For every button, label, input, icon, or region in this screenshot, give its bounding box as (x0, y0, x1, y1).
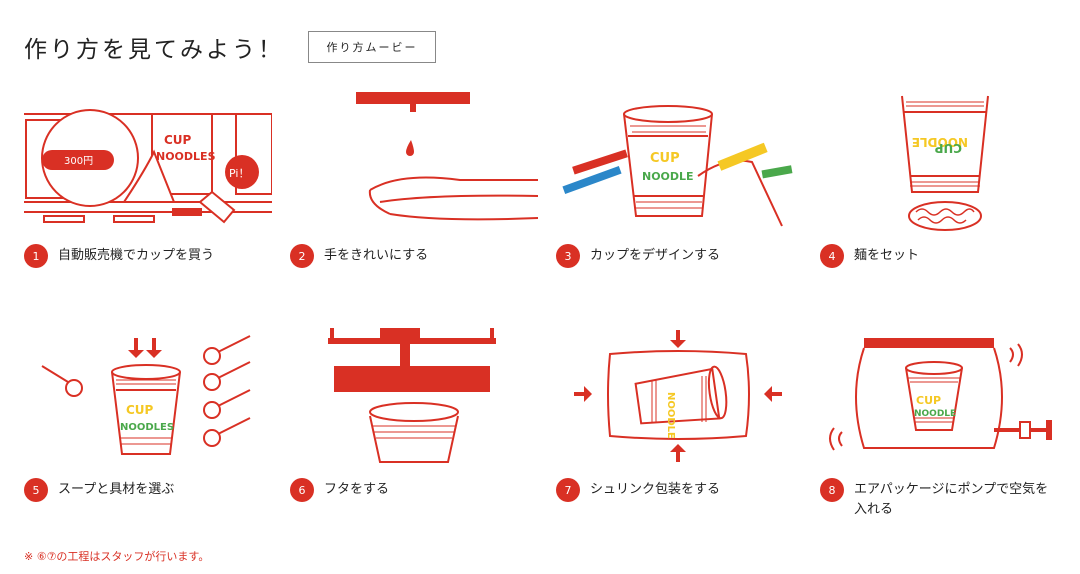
svg-text:NOODLE: NOODLE (912, 135, 968, 149)
movie-button[interactable]: 作り方ムービー (308, 31, 436, 63)
svg-text:CUP: CUP (916, 394, 941, 407)
step-number: 1 (24, 244, 48, 268)
step-number: 8 (820, 478, 844, 502)
step-number: 7 (556, 478, 580, 502)
step-8: CUP NOODLE 8 エアパッケージにポンプで空気を入れる (820, 326, 1068, 520)
step-label: 麺をセット (854, 248, 920, 263)
step-7-caption: 7 シュリンク包装をする (556, 478, 804, 502)
step-4: NOODLE CUP 4 麺をセット (820, 92, 1068, 268)
step-label: エアパッケージにポンプで空気を入れる (854, 482, 1049, 517)
svg-text:CUP: CUP (934, 141, 962, 155)
step-label: 自動販売機でカップを買う (58, 248, 215, 263)
price-text: 300円 (64, 156, 93, 167)
step-number: 5 (24, 478, 48, 502)
step-5-caption: 5 スープと具材を選ぶ (24, 478, 272, 502)
cup-design-illustration: CUP NOODLE (562, 105, 793, 227)
pi-bubble (225, 155, 259, 189)
svg-text:NOODLE: NOODLE (665, 392, 676, 439)
step-label: スープと具材を選ぶ (58, 482, 175, 497)
step-number: 4 (820, 244, 844, 268)
step-5: CUP NOODLES 5 スープと具材を選ぶ (24, 326, 272, 502)
vending-machine-illustration: 300円 CUP NOODLES Pi！ (24, 109, 273, 224)
svg-text:NOODLE: NOODLE (642, 170, 694, 183)
air-package-illustration: CUP NOODLE (829, 338, 1052, 451)
step-1-caption: 1 自動販売機でカップを買う (24, 244, 272, 268)
svg-text:NOODLES: NOODLES (120, 422, 174, 433)
step-number: 2 (290, 244, 314, 268)
step-3-caption: 3 カップをデザインする (556, 244, 804, 268)
pi-text: Pi！ (229, 167, 249, 180)
svg-text:NOODLE: NOODLE (914, 409, 956, 419)
svg-text:NOODLES: NOODLES (156, 150, 216, 163)
page-title: 作り方を見てみよう！ (24, 37, 284, 63)
step-number: 3 (556, 244, 580, 268)
step-2: 2 手をきれいにする (290, 92, 539, 268)
step-8-caption: 8 エアパッケージにポンプで空気を入れる (820, 478, 1068, 520)
header: 作り方を見てみよう！ 作り方ムービー (24, 30, 436, 64)
step-2-caption: 2 手をきれいにする (290, 244, 538, 268)
soup-ingredients-illustration: CUP NOODLES (41, 335, 251, 455)
step-label: 手をきれいにする (324, 248, 429, 263)
svg-text:CUP: CUP (126, 403, 154, 417)
shrink-wrap-illustration: NOODLE (574, 330, 782, 462)
step-number: 6 (290, 478, 314, 502)
step-label: フタをする (324, 482, 390, 497)
staff-note: ※ ⑥⑦の工程はスタッフが行います。 (24, 550, 210, 563)
noodle-set-illustration: NOODLE CUP (901, 95, 989, 231)
step-3: CUP NOODLE 3 カップをデザインする (556, 92, 804, 268)
lid-sealing-illustration (328, 328, 496, 463)
step-6-caption: 6 フタをする (290, 478, 538, 502)
svg-text:CUP: CUP (164, 133, 192, 147)
step-label: カップをデザインする (590, 248, 721, 263)
price-display (42, 150, 114, 170)
step-6: 6 フタをする (290, 326, 538, 502)
svg-text:CUP: CUP (650, 151, 680, 166)
step-4-caption: 4 麺をセット (820, 244, 1068, 268)
step-label: シュリンク包装をする (590, 482, 721, 497)
step-1: 300円 CUP NOODLES Pi！ 1 自動販売機でカップを買う (24, 92, 273, 268)
step-7: NOODLE 7 シュリンク包装をする (556, 326, 804, 502)
hand-washing-illustration (356, 92, 539, 221)
